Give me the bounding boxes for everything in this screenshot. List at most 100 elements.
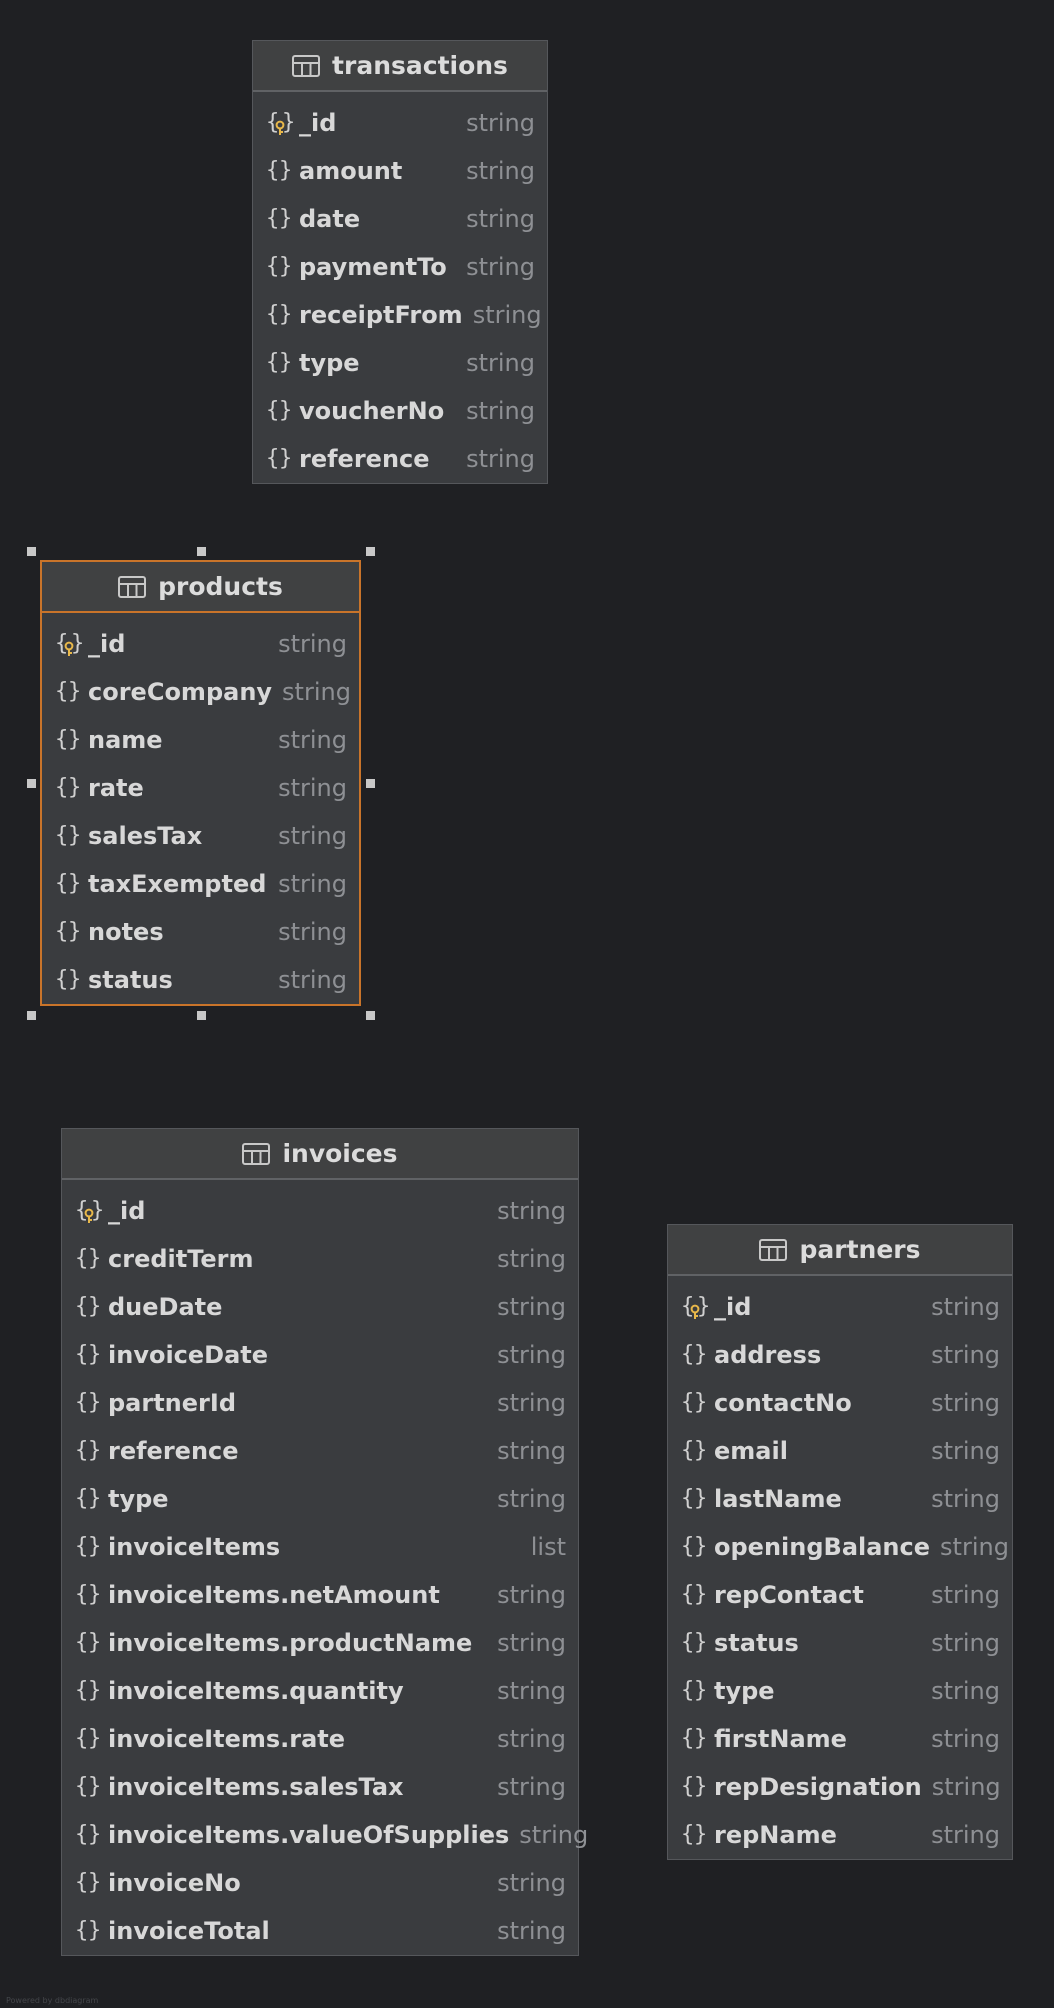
field-type: string bbox=[282, 678, 351, 706]
entity-header[interactable]: invoices bbox=[62, 1129, 578, 1180]
svg-text:{: { bbox=[55, 967, 68, 992]
field-name: _id bbox=[88, 630, 126, 658]
field-icon: {} bbox=[681, 1438, 714, 1464]
resize-handle[interactable] bbox=[366, 779, 375, 788]
resize-handle[interactable] bbox=[196, 1011, 206, 1020]
svg-text:}: } bbox=[91, 1198, 104, 1223]
entity-header[interactable]: products bbox=[42, 562, 359, 613]
svg-text:}: } bbox=[279, 302, 292, 327]
field-row[interactable]: {}_id string bbox=[42, 620, 359, 668]
svg-text:}: } bbox=[71, 631, 84, 656]
field-type: string bbox=[931, 1581, 1000, 1609]
field-type: string bbox=[278, 630, 347, 658]
resize-handle[interactable] bbox=[366, 547, 375, 556]
svg-text:{: { bbox=[55, 631, 68, 656]
svg-text:}: } bbox=[279, 254, 292, 279]
field-name: firstName bbox=[714, 1725, 847, 1753]
watermark: Powered by dbdiagram bbox=[6, 1996, 99, 2005]
field-icon: {} bbox=[681, 1678, 714, 1704]
resize-handle[interactable] bbox=[196, 547, 206, 556]
svg-text:{: { bbox=[681, 1774, 694, 1799]
field-name: creditTerm bbox=[108, 1245, 254, 1273]
resize-handle[interactable] bbox=[27, 547, 36, 556]
svg-text:{: { bbox=[266, 302, 279, 327]
field-name: reference bbox=[108, 1437, 239, 1465]
resize-handle[interactable] bbox=[366, 1011, 375, 1020]
field-name: taxExempted bbox=[88, 870, 267, 898]
svg-text:{: { bbox=[75, 1246, 88, 1271]
field-icon: {} bbox=[681, 1822, 714, 1848]
field-icon: {} bbox=[55, 919, 88, 945]
field-icon: {} bbox=[75, 1726, 108, 1752]
svg-text:}: } bbox=[88, 1582, 101, 1607]
svg-text:}: } bbox=[88, 1486, 101, 1511]
entity-header[interactable]: transactions bbox=[253, 41, 547, 92]
resize-handle[interactable] bbox=[27, 779, 36, 788]
entity-header[interactable]: partners bbox=[668, 1225, 1012, 1276]
svg-text:{: { bbox=[55, 919, 68, 944]
field-name: reference bbox=[299, 445, 430, 473]
field-name: invoiceItems.valueOfSupplies bbox=[108, 1821, 510, 1849]
field-icon: {} bbox=[75, 1438, 108, 1464]
field-icon: {} bbox=[681, 1534, 714, 1560]
field-icon: {} bbox=[75, 1918, 108, 1944]
svg-text:}: } bbox=[694, 1822, 707, 1847]
svg-text:{: { bbox=[75, 1822, 88, 1847]
svg-text:}: } bbox=[694, 1390, 707, 1415]
field-type: string bbox=[497, 1389, 566, 1417]
svg-text:{: { bbox=[681, 1630, 694, 1655]
field-type: string bbox=[931, 1773, 1001, 1801]
resize-handle[interactable] bbox=[27, 1011, 36, 1020]
svg-text:{: { bbox=[681, 1582, 694, 1607]
field-icon: {} bbox=[266, 206, 299, 232]
